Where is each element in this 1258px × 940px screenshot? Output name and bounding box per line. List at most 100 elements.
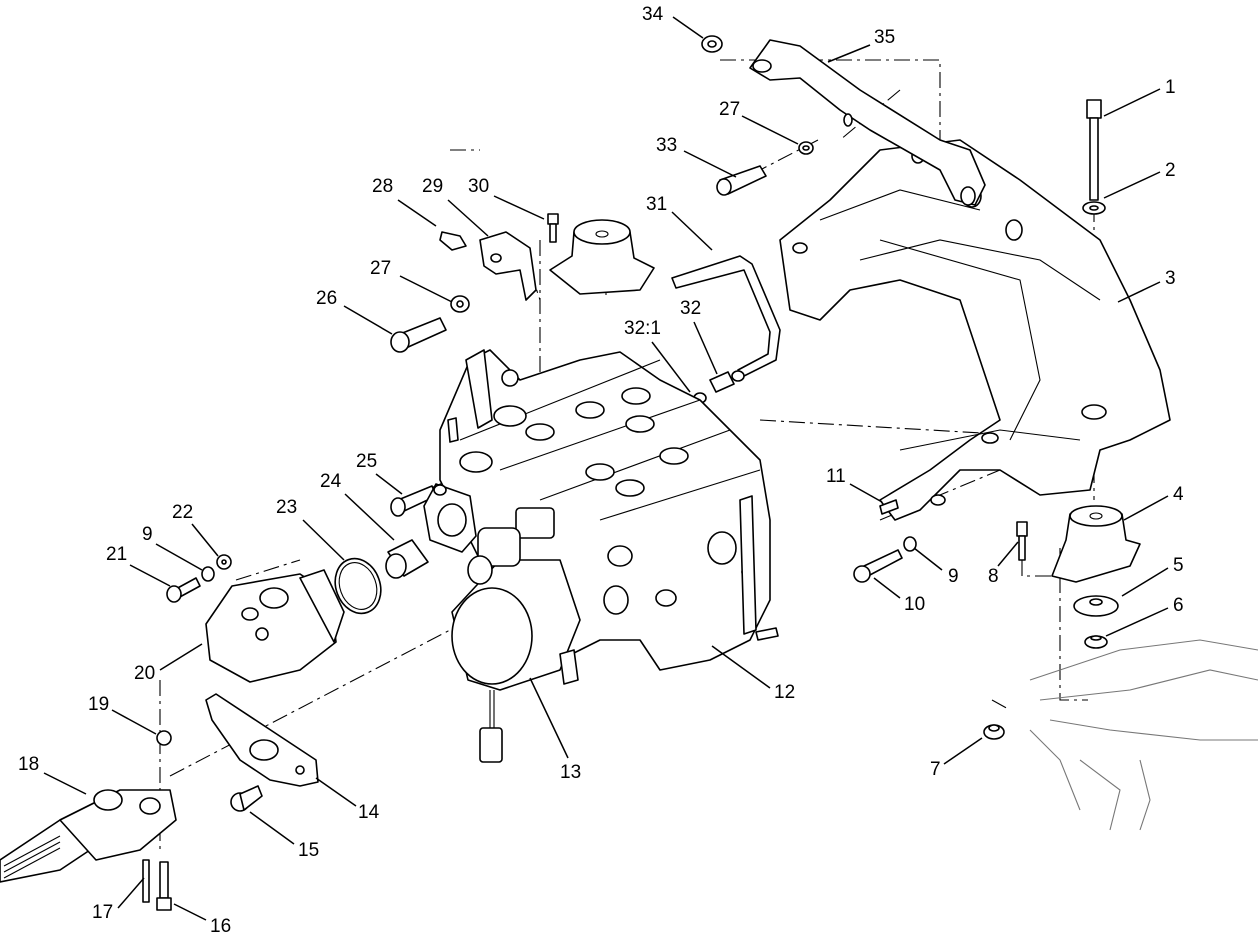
leader-line — [315, 777, 357, 807]
callout-c4: 4 — [1123, 484, 1184, 521]
leader-line — [111, 709, 157, 735]
part-17-pin — [142, 859, 150, 903]
callout-number: 31 — [646, 194, 667, 215]
part-15-bolt — [230, 785, 263, 812]
vehicle-frame-ghost — [1029, 639, 1258, 831]
callout-c1: 1 — [1103, 77, 1176, 117]
callout-c13: 13 — [529, 677, 581, 783]
part-29-bracket — [479, 231, 537, 301]
callout-c3: 3 — [1117, 268, 1176, 303]
part-27-washer-left — [450, 295, 470, 313]
leader-line — [827, 44, 871, 63]
leader-line — [693, 321, 718, 375]
callout-number: 22 — [172, 502, 193, 523]
callout-number: 25 — [356, 451, 377, 472]
callout-number: 4 — [1173, 484, 1184, 505]
leader-line — [1117, 281, 1161, 303]
leader-line — [155, 543, 203, 571]
part-20-charge-pump — [205, 569, 345, 683]
callout-number: 34 — [642, 4, 664, 25]
callout-c12: 12 — [711, 645, 795, 703]
callout-number: 23 — [276, 497, 297, 518]
callout-c11: 11 — [826, 466, 883, 503]
leader-line — [1123, 495, 1169, 521]
callout-number: 11 — [826, 466, 846, 487]
callout-c23: 23 — [276, 497, 345, 561]
leader-line — [375, 473, 403, 495]
leader-line — [493, 195, 545, 220]
part-7-nut — [983, 724, 1005, 740]
callout-c32_1: 32:1 — [624, 318, 691, 393]
leader-line — [1103, 171, 1161, 199]
callout-c18: 18 — [18, 754, 87, 795]
leader-line — [913, 547, 943, 571]
part-2-washer — [1082, 201, 1106, 215]
leader-line — [849, 483, 883, 503]
part-9-washer-left — [201, 566, 215, 582]
callout-number: 30 — [468, 176, 489, 197]
part-33-bolt — [716, 165, 767, 196]
callout-number: 20 — [134, 663, 155, 684]
leader-line — [344, 493, 395, 541]
callout-number: 27 — [370, 258, 391, 279]
callout-number: 7 — [930, 759, 941, 780]
leader-line — [1103, 88, 1161, 117]
part-32-fitting — [709, 370, 745, 393]
part-18-universal-joint — [0, 789, 177, 883]
callout-c9b: 9 — [913, 547, 959, 587]
leader-line — [529, 677, 569, 759]
callout-number: 17 — [92, 902, 113, 923]
callout-c15: 15 — [249, 811, 319, 861]
callout-number: 19 — [88, 694, 109, 715]
callout-number: 35 — [874, 27, 895, 48]
leader-line — [173, 903, 207, 921]
callout-c30: 30 — [468, 176, 545, 220]
callout-c29: 29 — [422, 176, 489, 237]
part-1-long-bolt — [1086, 99, 1102, 201]
callout-number: 32:1 — [624, 318, 661, 339]
callout-c31: 31 — [646, 194, 713, 251]
callout-c8: 8 — [988, 541, 1019, 587]
callout-number: 10 — [904, 594, 925, 615]
callout-number: 33 — [656, 135, 677, 156]
callout-number: 1 — [1165, 77, 1176, 98]
callout-c34: 34 — [642, 4, 704, 39]
isolator-upper — [549, 219, 655, 295]
leader-line — [873, 577, 901, 599]
part-4-isolator-mount — [1051, 505, 1141, 583]
leader-line — [741, 115, 799, 145]
part-10-bolt — [853, 549, 903, 583]
callout-number: 9 — [142, 524, 153, 545]
part-8-bolt — [1016, 521, 1028, 561]
callout-c25: 25 — [356, 451, 403, 495]
leader-line — [191, 523, 219, 557]
part-13-filter — [451, 527, 581, 763]
callout-c17: 17 — [92, 877, 145, 923]
part-21-bolt — [166, 577, 201, 603]
part-16-bolt — [156, 861, 172, 911]
leader-line — [343, 305, 393, 335]
callout-c27a: 27 — [719, 99, 799, 145]
callout-c22: 22 — [172, 502, 219, 557]
callout-c2: 2 — [1103, 160, 1176, 199]
part-9-washer-right — [903, 536, 917, 552]
callout-number: 18 — [18, 754, 39, 775]
leader-line — [399, 275, 453, 303]
callout-c27b: 27 — [370, 258, 453, 303]
callout-number: 8 — [988, 566, 999, 587]
part-22-washer — [216, 554, 232, 570]
part-5-washer — [1073, 595, 1119, 617]
part-23-oring — [334, 557, 382, 615]
callout-number: 13 — [560, 762, 581, 783]
callout-number: 28 — [372, 176, 393, 197]
leader-line — [43, 772, 87, 795]
part-26-bolt — [390, 317, 447, 353]
pump-flange — [423, 483, 477, 553]
callout-c6: 6 — [1105, 595, 1184, 637]
callout-c32: 32 — [680, 298, 718, 375]
callout-number: 15 — [298, 840, 319, 861]
leader-line — [671, 211, 713, 251]
callout-c20: 20 — [134, 643, 203, 684]
